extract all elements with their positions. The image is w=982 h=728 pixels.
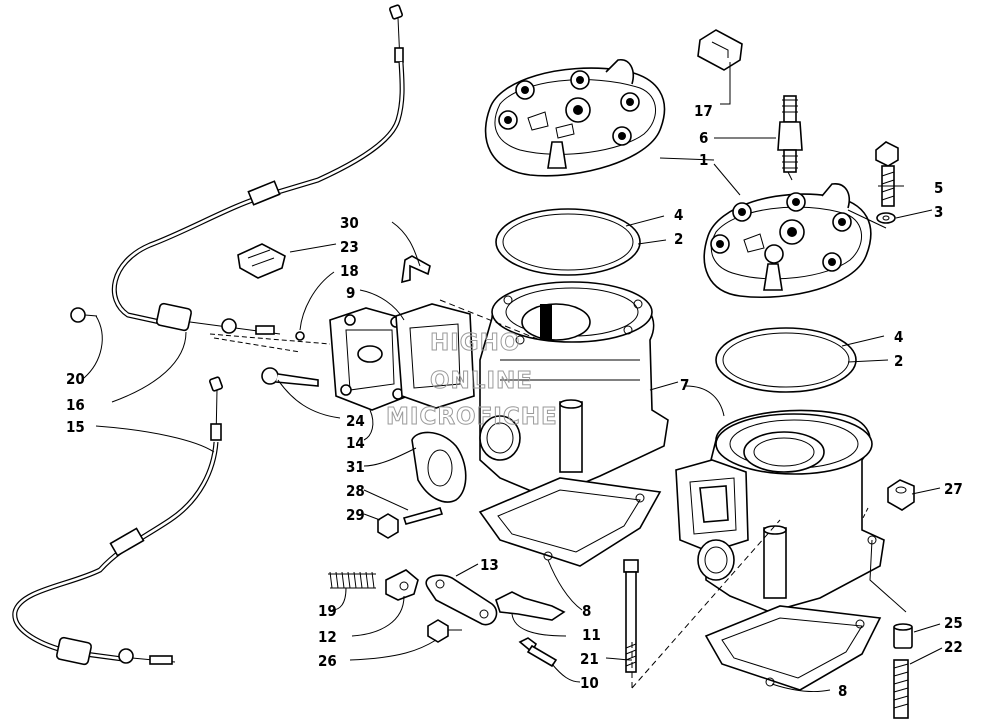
callout-18: 18 (340, 262, 359, 280)
stud-22 (893, 659, 909, 719)
upper-throttle-cable (111, 4, 405, 335)
callout-31: 31 (346, 458, 365, 476)
screw-26 (427, 619, 462, 643)
callout-26: 26 (318, 652, 337, 670)
callout-2-lower: 2 (894, 352, 903, 370)
callout-7: 7 (680, 376, 689, 394)
stud (402, 507, 444, 525)
cylinder-upper (479, 281, 669, 499)
cylinder-lower (675, 409, 885, 613)
callout-5: 5 (934, 179, 943, 197)
callout-1: 1 (699, 151, 708, 169)
callout-15: 15 (66, 418, 85, 436)
screw-10 (518, 637, 558, 668)
bolt-24 (261, 367, 319, 387)
callout-25: 25 (944, 614, 963, 632)
callout-29: 29 (346, 506, 365, 524)
callout-10: 10 (580, 674, 599, 692)
intake-flange (329, 307, 409, 411)
callout-8-lower: 8 (838, 682, 847, 700)
spacer-25 (893, 623, 913, 649)
head-gasket-lower (715, 327, 857, 393)
watermark: HIGHO ONLINE MICROFICHE (386, 330, 558, 431)
callout-8-upper: 8 (582, 602, 591, 620)
callout-labels: 17 6 1 5 3 4 2 4 2 7 30 23 18 9 20 16 15… (66, 102, 963, 700)
callout-20: 20 (66, 370, 85, 388)
spring (328, 571, 376, 589)
oring-18 (295, 331, 305, 341)
callout-30: 30 (340, 214, 359, 232)
head-bolt (875, 141, 899, 207)
callout-4-upper: 4 (674, 206, 683, 224)
washer (876, 212, 896, 224)
reed-gasket (395, 303, 475, 409)
base-gasket-upper (478, 477, 662, 567)
callout-13: 13 (480, 556, 499, 574)
long-stud (623, 559, 639, 673)
callout-9: 9 (346, 284, 355, 302)
nut-27 (887, 479, 915, 511)
callout-16: 16 (66, 396, 85, 414)
callout-23: 23 (340, 238, 359, 256)
callout-24: 24 (346, 412, 365, 430)
callout-22: 22 (944, 638, 963, 656)
callout-12: 12 (318, 628, 337, 646)
flange-nut (377, 513, 399, 539)
watermark-line-1: HIGHO (430, 330, 521, 356)
spark-plug (777, 95, 803, 181)
bolt-20 (70, 307, 98, 323)
callout-27: 27 (944, 480, 963, 498)
valve-11 (495, 591, 566, 621)
cable-clip (237, 243, 286, 279)
link-plate-13 (425, 574, 498, 626)
base-gasket-lower (704, 605, 882, 691)
callout-6: 6 (699, 129, 708, 147)
watermark-line-2: ONLINE (430, 368, 533, 394)
cylinder-head-upper (484, 59, 666, 177)
bracket-clip (697, 29, 743, 71)
callout-4-lower: 4 (894, 328, 903, 346)
leader-lines (83, 62, 943, 693)
callout-21: 21 (580, 650, 599, 668)
lower-throttle-cable (12, 376, 223, 666)
exhaust-gasket (411, 431, 467, 503)
callout-19: 19 (318, 602, 337, 620)
head-gasket-upper (495, 208, 641, 276)
callout-14: 14 (346, 434, 365, 452)
callout-3: 3 (934, 203, 943, 221)
callout-28: 28 (346, 482, 365, 500)
elbow-fitting-30 (401, 255, 431, 284)
watermark-line-3: MICROFICHE (386, 404, 558, 430)
plunger-12 (385, 569, 419, 601)
cylinder-head-lower (703, 183, 872, 299)
callout-11: 11 (582, 626, 601, 644)
callout-17: 17 (694, 102, 713, 120)
callout-2-upper: 2 (674, 230, 683, 248)
